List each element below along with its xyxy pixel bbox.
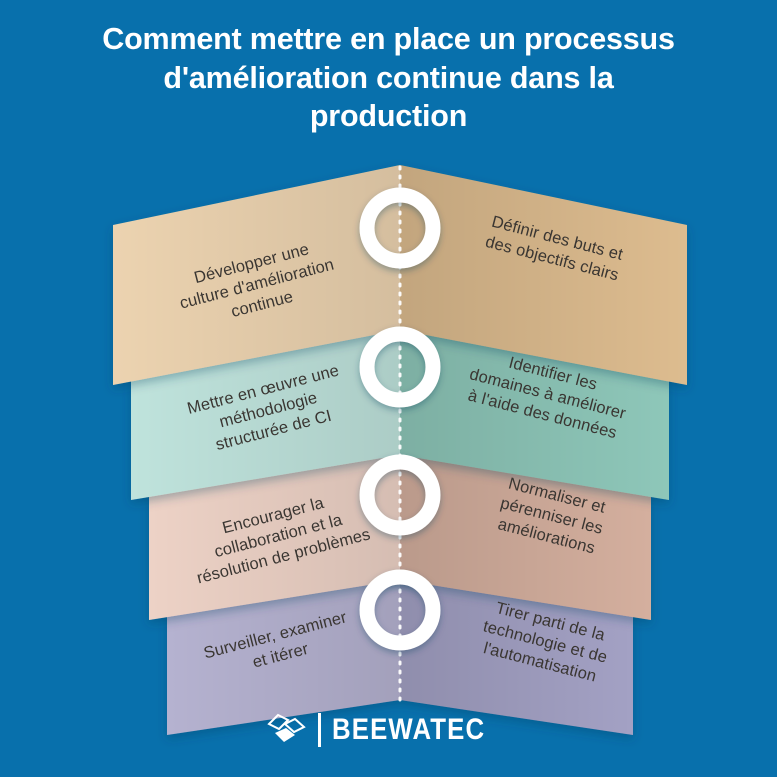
node-ring-1: [359, 187, 441, 269]
chevron-row-3-right-shade: [400, 455, 651, 620]
chevron-row-4-right-shade: [400, 575, 633, 735]
beewatec-logo-icon: [267, 713, 306, 742]
title-line-3: production: [309, 99, 468, 134]
chevron-row-4: [167, 575, 633, 735]
logo-divider: [318, 713, 321, 747]
chevron-row-4-left-shade: [167, 575, 400, 735]
node-ring-2: [359, 326, 441, 408]
chevron-row-2-right-shade: [400, 328, 669, 500]
title-line-1: Comment mettre en place un processus: [102, 22, 675, 56]
node-ring-3: [359, 454, 441, 536]
page-title: Comment mettre en place un processus d'a…: [0, 20, 777, 136]
chevron-row-3: [149, 455, 651, 620]
chevron-row-3-left-shade: [149, 455, 400, 620]
footer-logo: BEEWATEC: [0, 713, 777, 747]
chevron-row-1-left-shade: [113, 165, 400, 385]
chevron-row-2-left-shade: [131, 328, 400, 500]
chevron-row-2: [131, 328, 669, 500]
chevron-row-1-right-shade: [400, 165, 687, 385]
connector-nodes: [359, 187, 441, 651]
node-ring-4: [359, 569, 441, 651]
brand-name: BEEWATEC: [331, 713, 485, 746]
chevron-row-1: [113, 165, 687, 385]
title-line-2: d'amélioration continue dans la: [163, 60, 614, 95]
